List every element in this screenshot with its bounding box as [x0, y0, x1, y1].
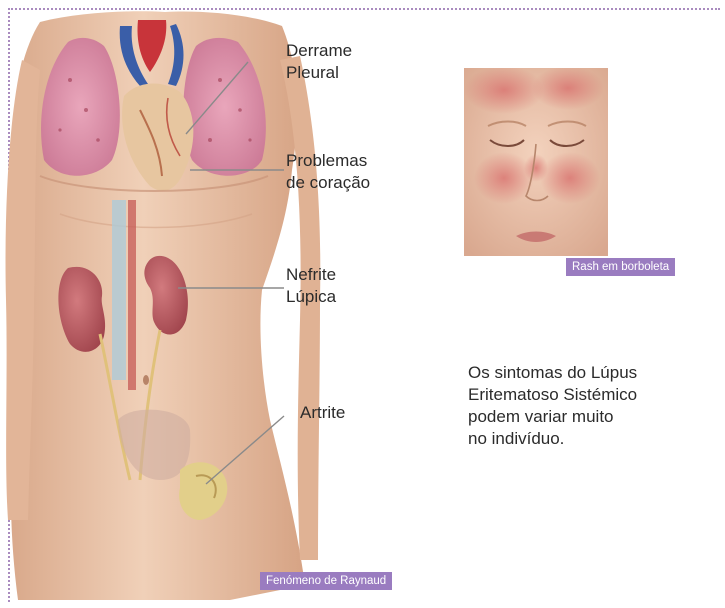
label-derrame-pleural: Derrame Pleural [286, 40, 352, 84]
label-problemas-coracao: Problemas de coração [286, 150, 370, 194]
symptoms-description: Os sintomas do Lúpus Eritematoso Sistémi… [468, 362, 708, 450]
label-nefrite-lupica: Nefrite Lúpica [286, 264, 336, 308]
tag-rash-borboleta: Rash em borboleta [566, 258, 675, 276]
tag-fenomeno-raynaud: Fenómeno de Raynaud [260, 572, 392, 590]
body-illustration [0, 0, 330, 600]
butterfly-rash-photo [464, 68, 608, 256]
label-artrite: Artrite [300, 402, 345, 424]
abdominal-aorta [112, 200, 126, 380]
